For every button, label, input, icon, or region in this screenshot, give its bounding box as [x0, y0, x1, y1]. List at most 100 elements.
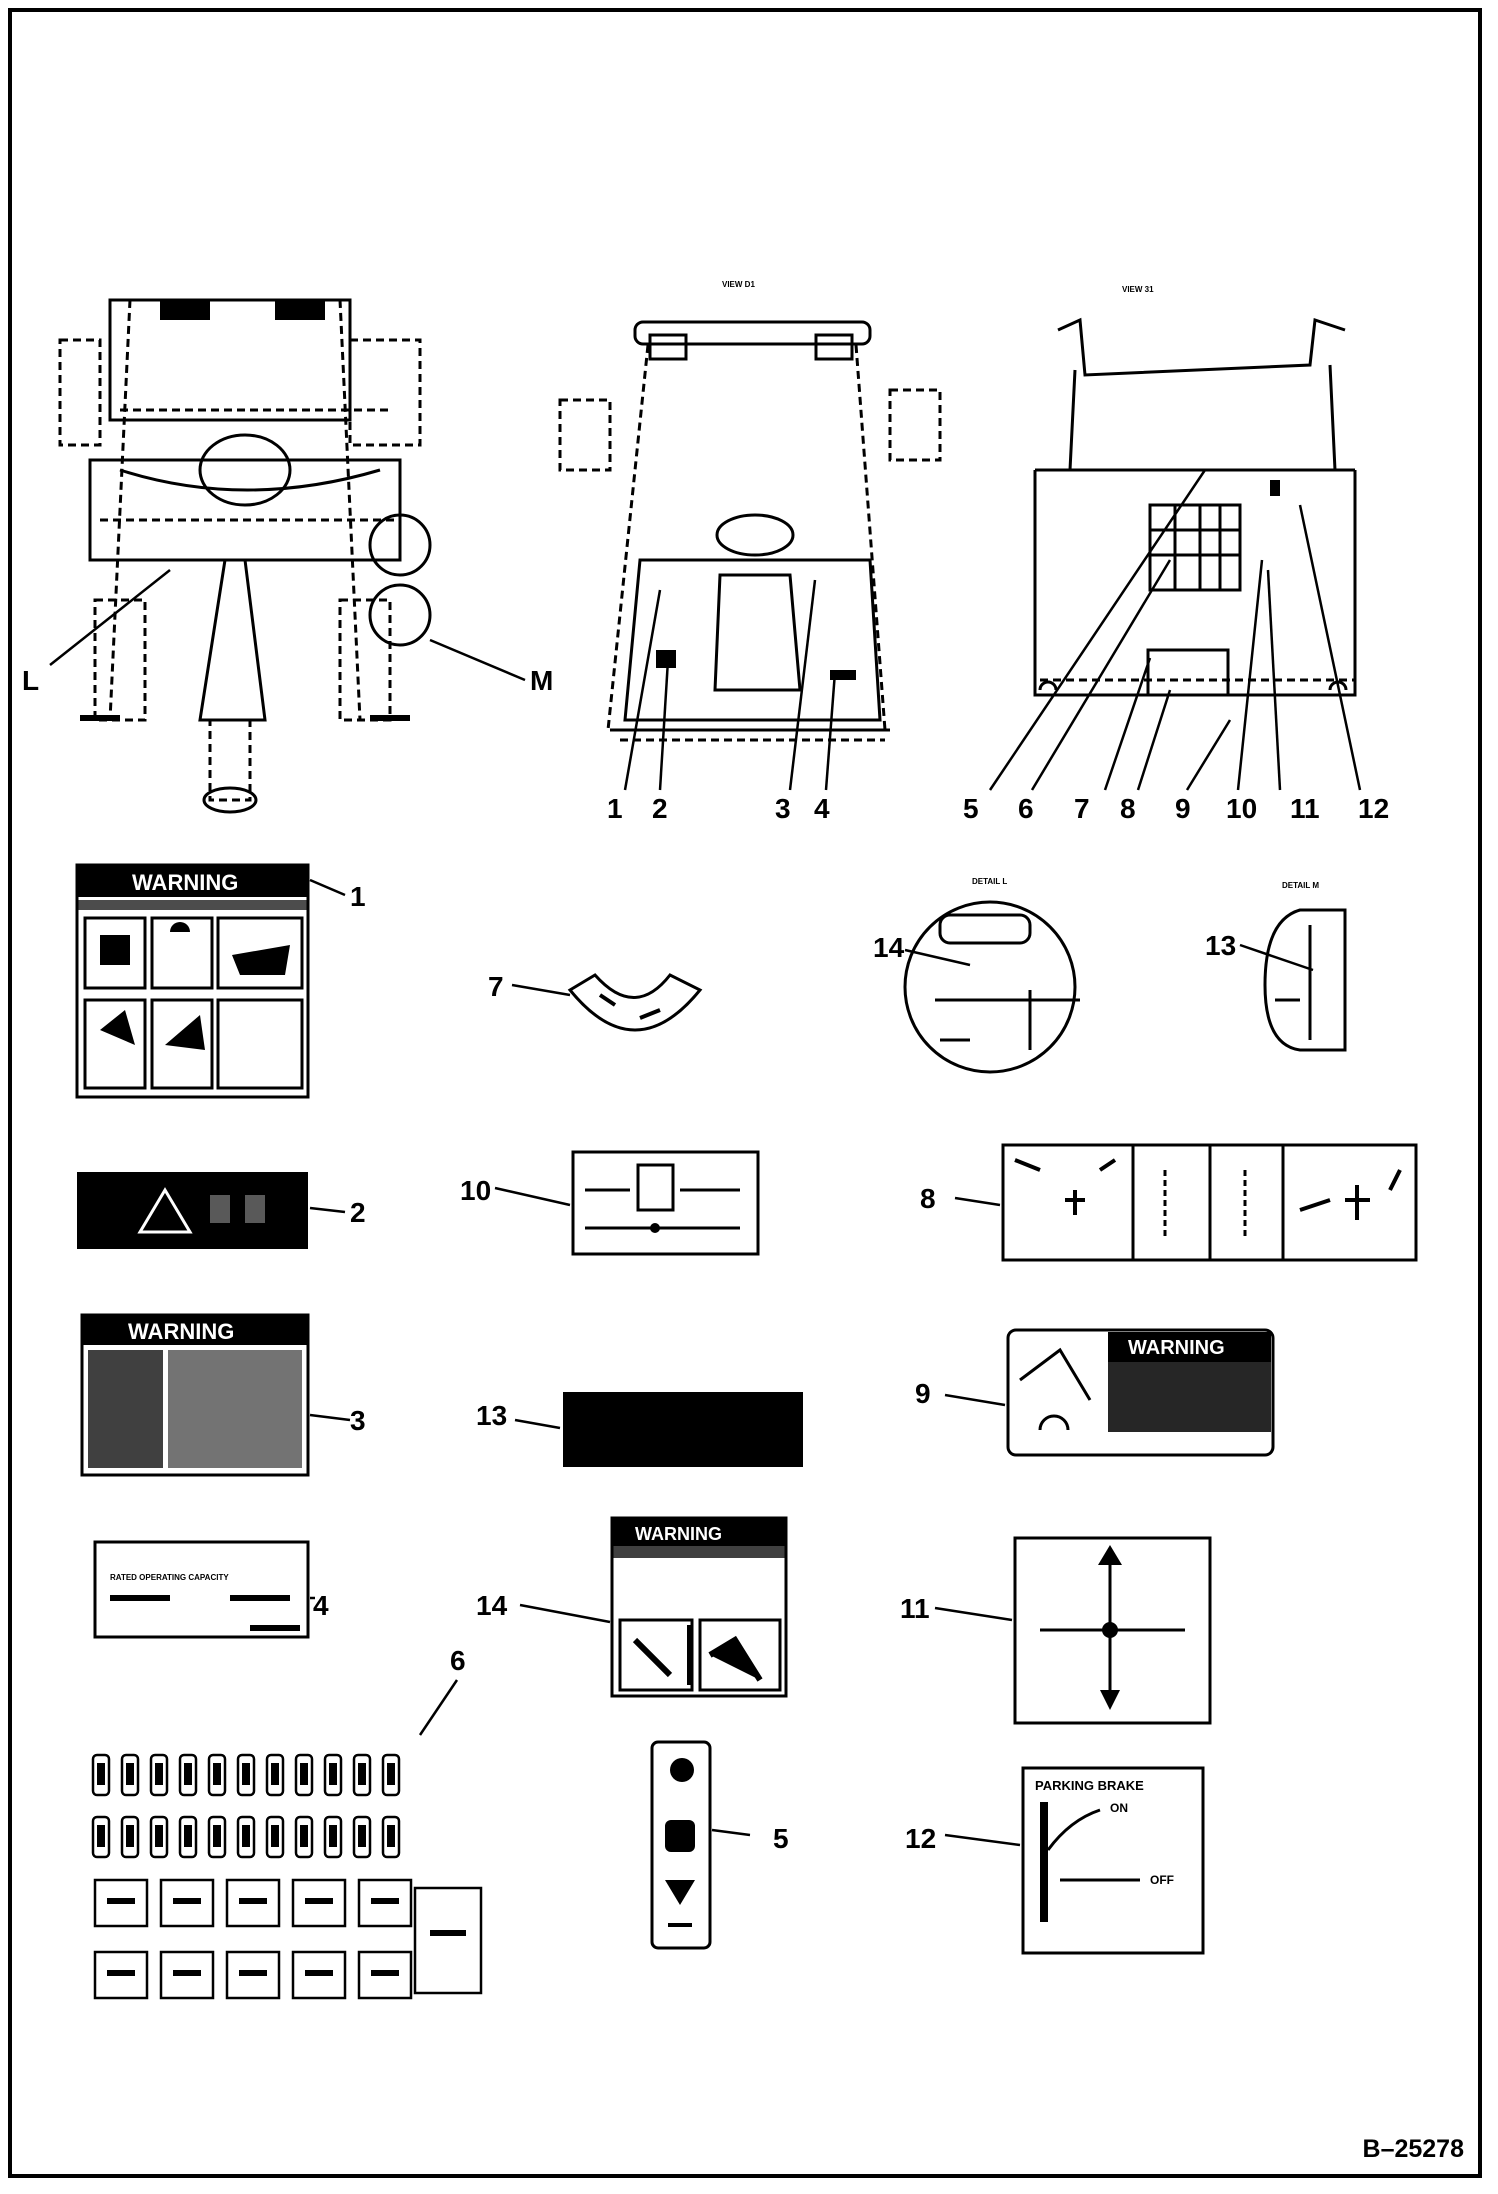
decal-6-item: [291, 1950, 347, 2000]
decal-6-item: [239, 1898, 267, 1904]
callout-decal-11: 11: [900, 1593, 930, 1624]
decal-6-item: [294, 1815, 314, 1859]
decal-6-item: [207, 1815, 227, 1859]
decal-6-item: [329, 1825, 337, 1847]
decal-6-item: [271, 1825, 279, 1847]
view-label-d1: VIEW D1: [722, 280, 755, 289]
decal-6-item: [381, 1753, 401, 1797]
callout-decal-6: 6: [450, 1645, 466, 1676]
decal-12-off: OFF: [1150, 1873, 1174, 1887]
decal-3-warning: WARNING: [80, 1313, 310, 1477]
decal-12-parking-brake: PARKING BRAKE ON OFF: [1021, 1766, 1205, 1955]
decal-1-header: WARNING: [132, 870, 238, 895]
decal-14-warning: WARNING: [610, 1516, 788, 1698]
decal-6-item: [126, 1763, 134, 1785]
decal-6-item: [300, 1825, 308, 1847]
decal-6-item: [155, 1763, 163, 1785]
decal-6-item: [358, 1825, 366, 1847]
decal-6-item: [352, 1753, 372, 1797]
callout-6-rear: 6: [1018, 793, 1034, 824]
decal-4-capacity: RATED OPERATING CAPACITY: [93, 1540, 310, 1639]
decal-7-arc: [567, 973, 703, 1032]
decal-9-warning: WARNING: [1006, 1328, 1275, 1457]
decal-6-item: [430, 1930, 466, 1936]
decal-6-item: [159, 1950, 215, 2000]
callout-12-rear: 12: [1358, 793, 1389, 824]
callout-decal-2: 2: [350, 1197, 366, 1228]
front-view-machine: [49, 298, 526, 814]
callout-decal-3: 3: [350, 1405, 366, 1436]
decal-6-item: [358, 1763, 366, 1785]
decal-14-header: WARNING: [635, 1524, 722, 1544]
callout-m: M: [530, 665, 553, 696]
decal-6-item: [107, 1970, 135, 1976]
callout-decal-13: 13: [476, 1400, 507, 1431]
callout-13-detail: 13: [1205, 930, 1236, 961]
decal-5-strip: [650, 1740, 712, 1950]
decal-6-item: [225, 1878, 281, 1928]
callout-10-rear: 10: [1226, 793, 1257, 824]
callout-4-cab: 4: [814, 793, 830, 824]
decal-6-item: [381, 1815, 401, 1859]
decal-12-on: ON: [1110, 1801, 1128, 1815]
decal-6-item: [300, 1763, 308, 1785]
decal-6-item: [155, 1825, 163, 1847]
decal-6-item: [178, 1815, 198, 1859]
decal-6-item: [213, 1825, 221, 1847]
decal-6-item: [184, 1763, 192, 1785]
decal-2-dark: [77, 1172, 308, 1249]
callout-l: L: [22, 665, 39, 696]
decal-6-item: [271, 1763, 279, 1785]
decal-6-item: [242, 1825, 250, 1847]
callout-11-rear: 11: [1290, 793, 1320, 824]
view-label-detail-m: DETAIL M: [1282, 881, 1319, 890]
decal-9-header: WARNING: [1128, 1337, 1225, 1359]
decal-6-item: [126, 1825, 134, 1847]
callout-5-rear: 5: [963, 793, 979, 824]
callout-decal-10: 10: [460, 1175, 491, 1206]
decal-4-text: RATED OPERATING CAPACITY: [110, 1573, 229, 1582]
decal-6-item: [207, 1753, 227, 1797]
decal-8-control-pattern: [1001, 1143, 1418, 1262]
decal-6-item: [239, 1970, 267, 1976]
decal-6-item: [323, 1815, 343, 1859]
decal-1-warning: WARNING: [75, 863, 310, 1099]
decal-6-sheet: [91, 1753, 483, 2000]
cab-view-machine: [558, 320, 942, 791]
decal-6-item: [291, 1878, 347, 1928]
decal-6-item: [97, 1763, 105, 1785]
decal-13-dark: [563, 1392, 803, 1467]
decal-12-header: PARKING BRAKE: [1035, 1778, 1144, 1793]
callout-decal-9: 9: [915, 1378, 931, 1409]
view-label-31: VIEW 31: [1122, 285, 1154, 294]
callout-decal-8: 8: [920, 1183, 936, 1214]
decal-6-item: [93, 1878, 149, 1928]
view-label-detail-l: DETAIL L: [972, 877, 1007, 886]
decal-6-item: [91, 1753, 111, 1797]
figure-reference-number: B–25278: [1362, 2135, 1464, 2163]
decal-6-item: [178, 1753, 198, 1797]
decal-6-item: [294, 1753, 314, 1797]
decal-6-item: [97, 1825, 105, 1847]
decal-6-item: [149, 1815, 169, 1859]
decal-6-item: [236, 1753, 256, 1797]
decal-6-item: [120, 1815, 140, 1859]
decal-6-item: [242, 1763, 250, 1785]
callout-2-cab: 2: [652, 793, 668, 824]
decal-6-item: [305, 1970, 333, 1976]
decal-6-item: [173, 1898, 201, 1904]
callout-decal-4: 4: [313, 1590, 329, 1621]
callout-1-cab: 1: [607, 793, 623, 824]
decal-6-item: [387, 1825, 395, 1847]
decal-6-item: [184, 1825, 192, 1847]
decal-6-item: [357, 1950, 413, 2000]
decal-6-item: [159, 1878, 215, 1928]
decal-6-item: [329, 1763, 337, 1785]
detail-m-shape: [1239, 908, 1347, 1052]
decal-6-item: [236, 1815, 256, 1859]
decal-6-item: [265, 1753, 285, 1797]
decal-6-item: [107, 1898, 135, 1904]
decal-6-item: [225, 1950, 281, 2000]
